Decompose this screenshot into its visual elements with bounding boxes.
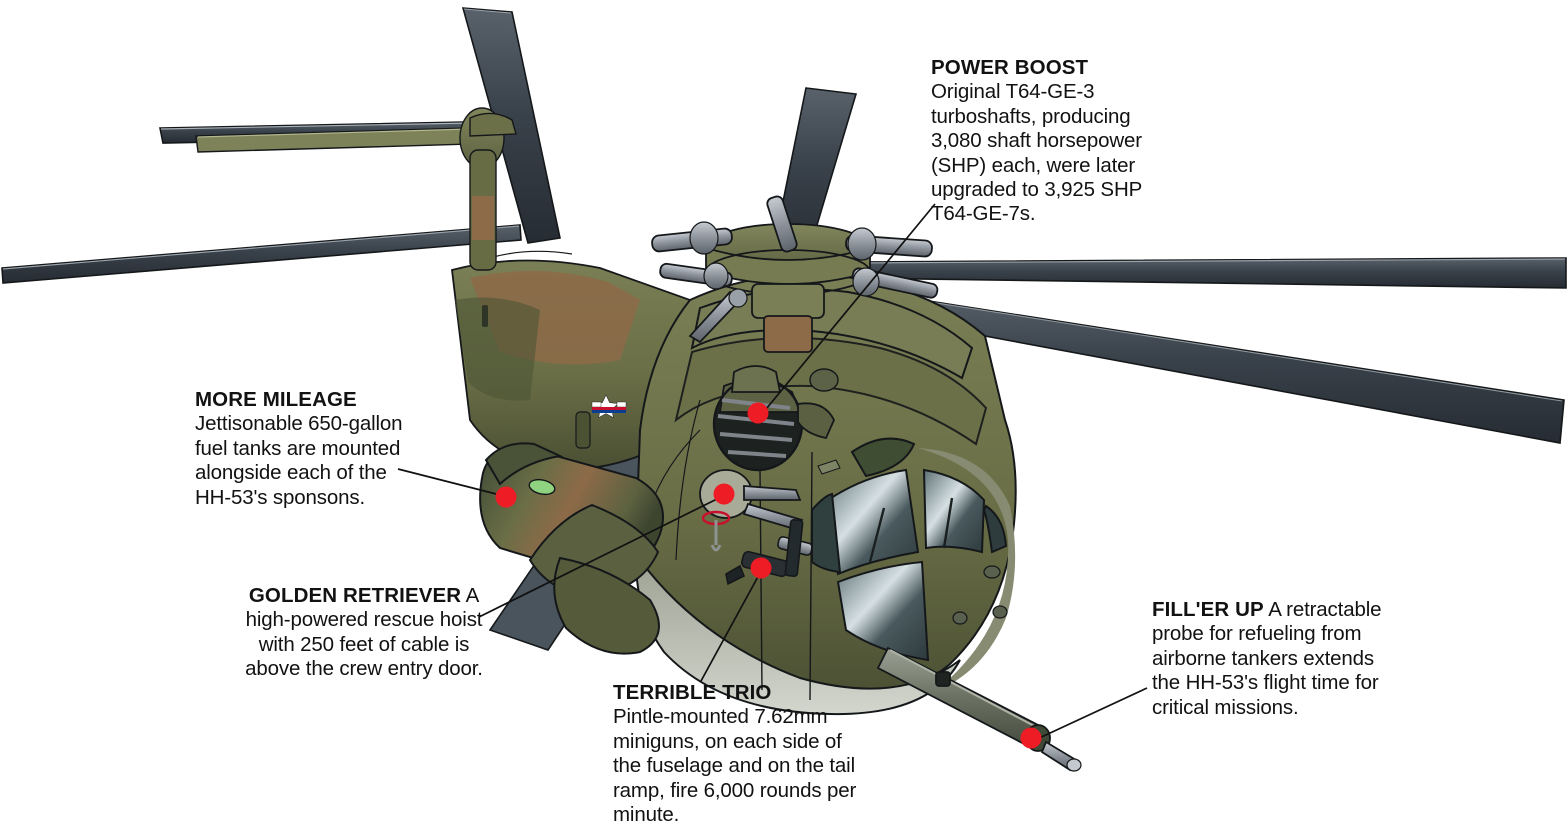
power-leader-line [761, 203, 936, 415]
callout-more-mileage-heading: MORE MILEAGE [195, 388, 357, 411]
fuel-tank-marker [495, 486, 517, 508]
star-insignia [591, 394, 627, 419]
rescue-hoist [699, 469, 804, 552]
helicopter-illustration [1, 7, 1567, 772]
leader-lines [397, 203, 1148, 741]
minigun-marker [750, 557, 772, 579]
rotor-hub [651, 195, 939, 353]
callout-terrible-trio-heading: TERRIBLE TRIO [613, 681, 772, 704]
callout-power-boost-heading: POWER BOOST [931, 56, 1089, 79]
tail-rotor [195, 107, 517, 271]
rescue-hoist-marker [713, 483, 735, 505]
callout-markers [495, 402, 1042, 749]
callout-fill-er-up-body: A retractable probe for refueling from a… [1152, 598, 1382, 719]
trio-leader-line [700, 572, 761, 682]
callout-golden-retriever-body: A high-powered rescue hoist with 250 fee… [245, 584, 483, 681]
golden-leader-line [478, 496, 722, 618]
tail-boom [451, 250, 701, 471]
refueling-probe [876, 646, 1082, 772]
callout-fill-er-up: FILL'ER UP A retractable probe for refue… [1152, 598, 1382, 720]
callout-golden-retriever-heading: GOLDEN RETRIEVER [248, 584, 462, 607]
callout-golden-retriever: GOLDEN RETRIEVER A high-powered rescue h… [240, 584, 488, 682]
cockpit-glazing [809, 368, 1008, 662]
fill-leader-line [1034, 687, 1148, 741]
engine-nacelle [712, 365, 835, 472]
callout-power-boost: POWER BOOST Original T64-GE-3 turboshaft… [931, 56, 1163, 227]
callout-power-boost-body: Original T64-GE-3 turboshafts, producing… [931, 80, 1142, 226]
mileage-leader-line [397, 468, 509, 498]
engine-intake-marker [747, 402, 769, 424]
callout-terrible-trio-body: Pintle-mounted 7.62mm miniguns, on each … [613, 705, 857, 827]
sponson-fuel-tank [479, 442, 664, 655]
refueling-probe-marker [1020, 727, 1042, 749]
callout-more-mileage-body: Jettisonable 650-gallon fuel tanks are m… [195, 412, 403, 509]
infographic-canvas: POWER BOOST Original T64-GE-3 turboshaft… [1, 7, 1567, 827]
callout-fill-er-up-heading: FILL'ER UP [1152, 598, 1264, 621]
